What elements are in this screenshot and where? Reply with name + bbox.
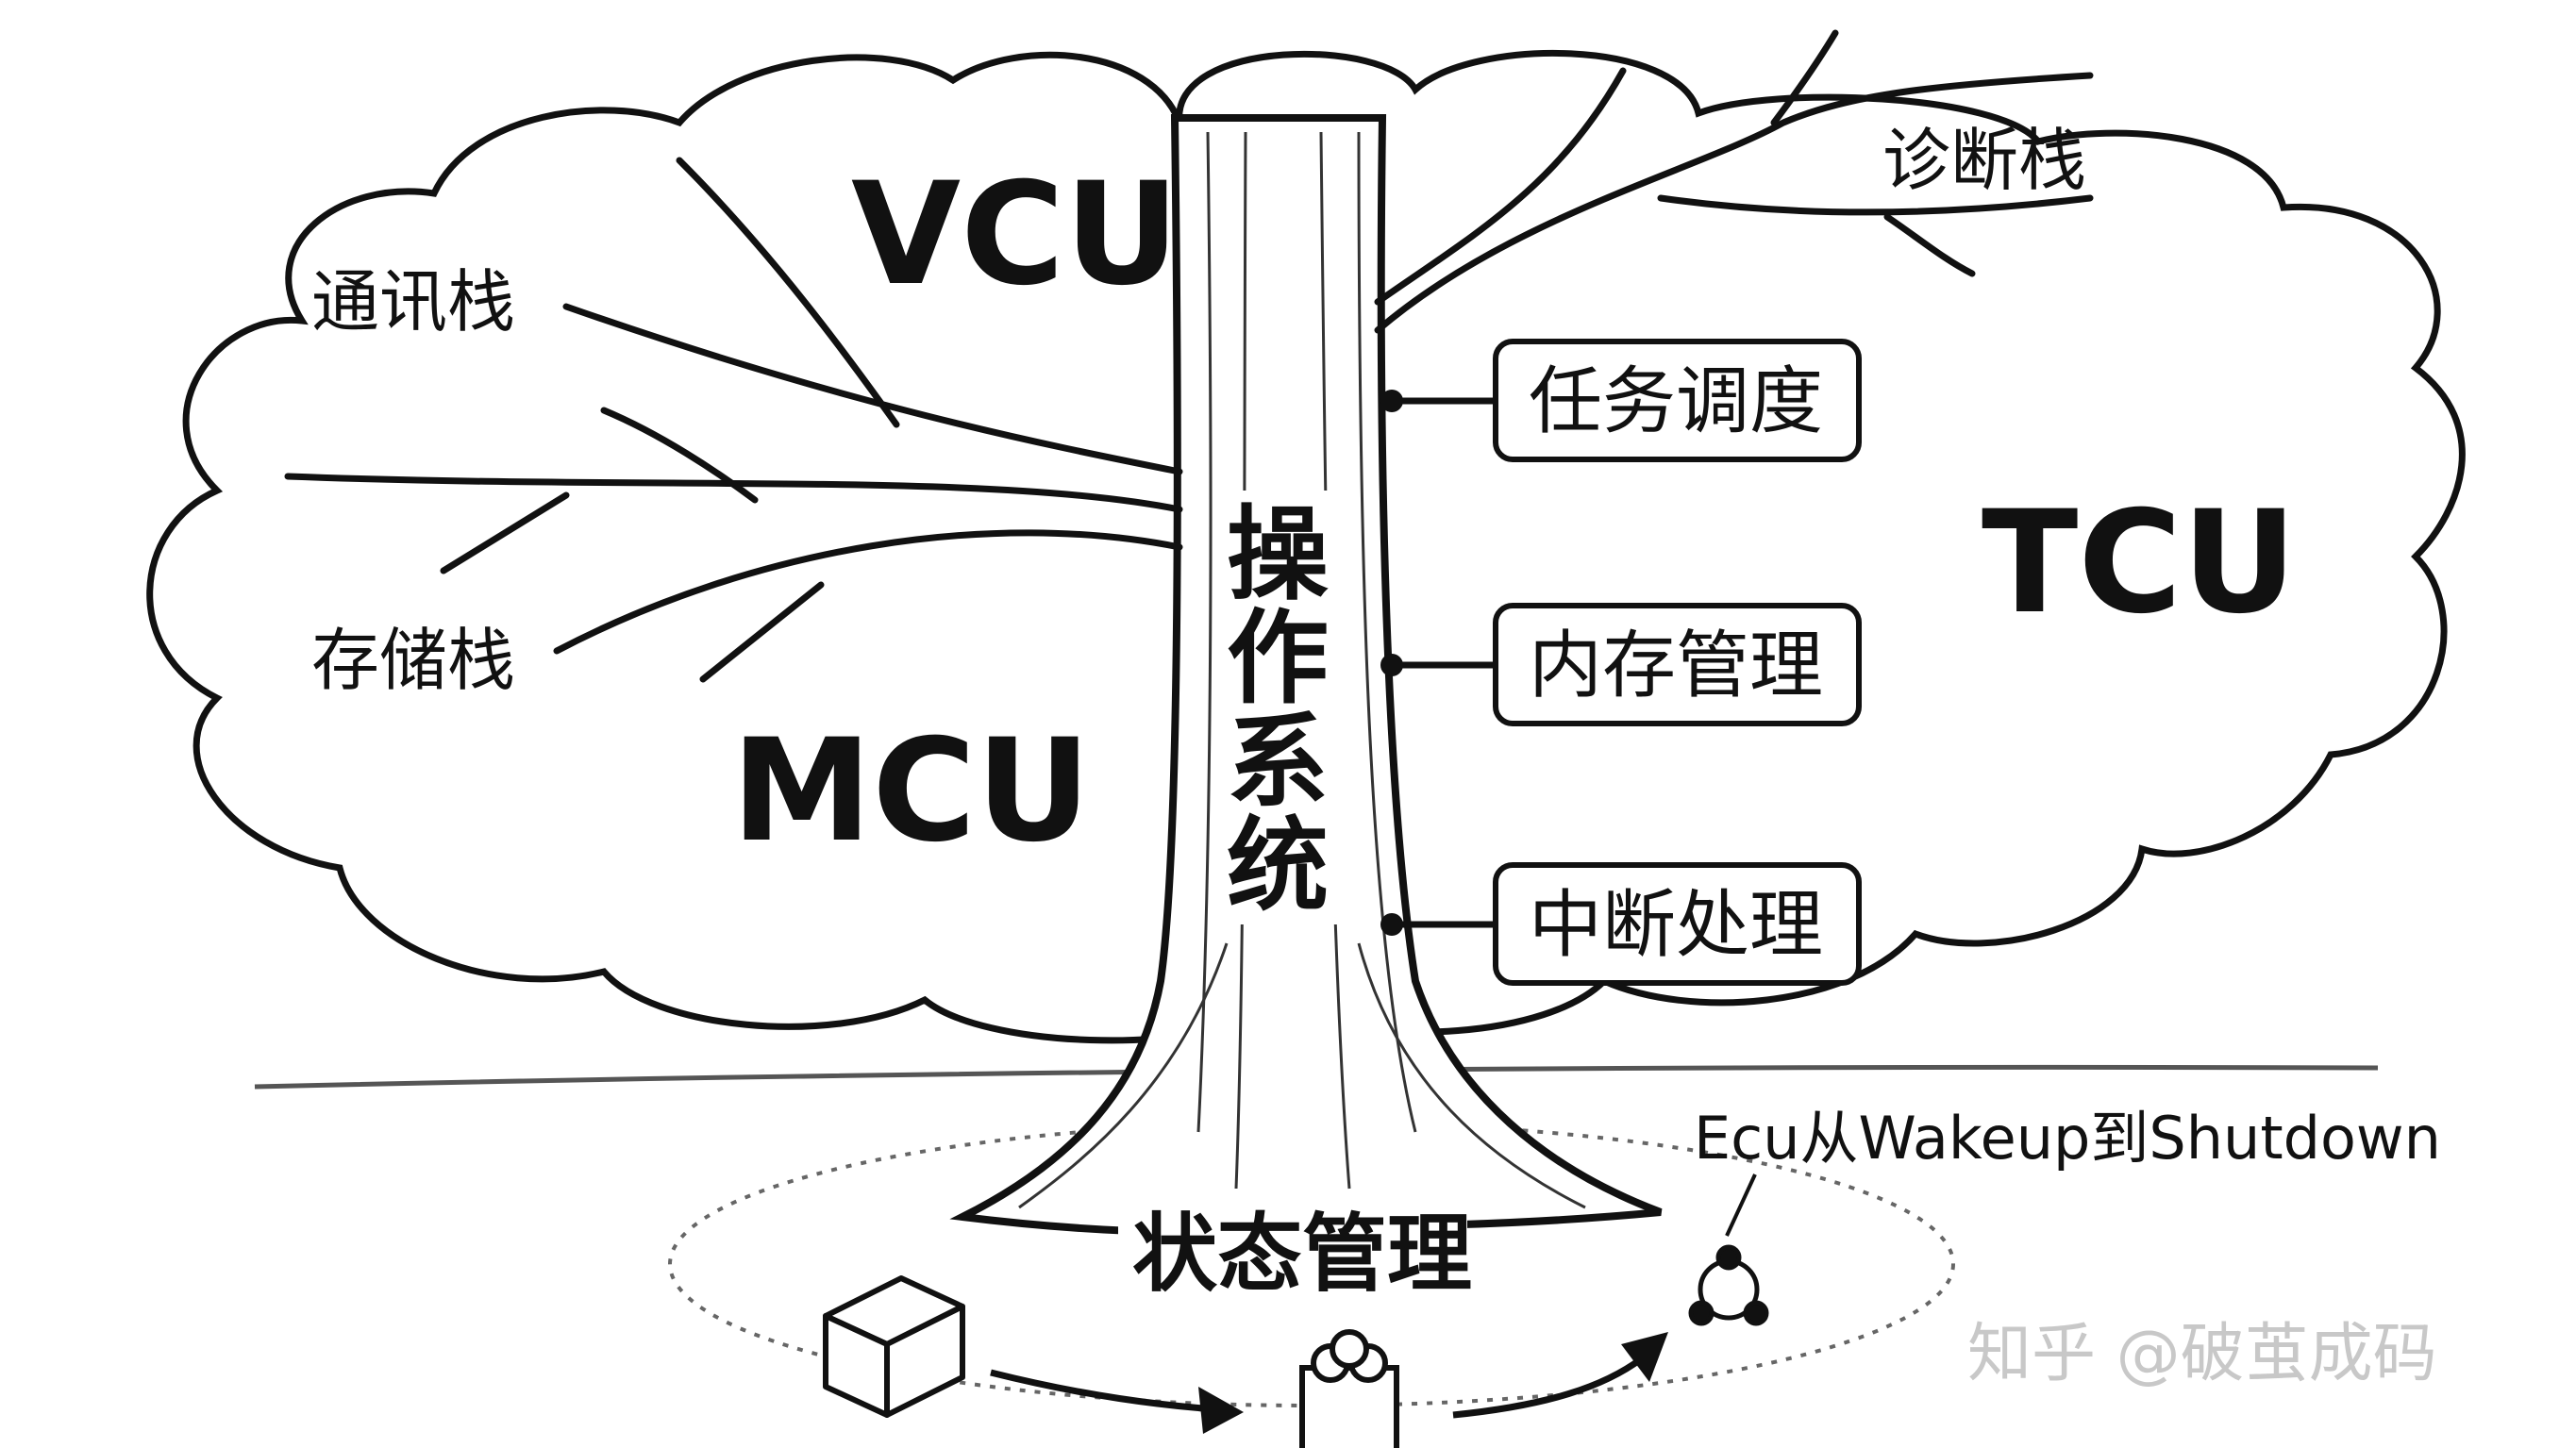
lifecycle-caption: Ecu从Wakeup到Shutdown (1694, 1104, 2441, 1173)
trunk-char-1: 操 (1227, 496, 1329, 614)
arrow-1 (991, 1373, 1227, 1410)
os-function-memory-label: 内存管理 (1529, 624, 1823, 708)
os-function-task-label: 任务调度 (1529, 359, 1823, 444)
arrow-1-head (1198, 1387, 1244, 1434)
os-function-interrupt-label: 中断处理 (1529, 883, 1823, 968)
circle-nodes-icon (1691, 1247, 1766, 1323)
label-tcu: TCU (1982, 481, 2297, 645)
trunk-label: 操 作 系 统 (1217, 491, 1340, 925)
label-mcu: MCU (731, 709, 1091, 874)
label-diag-stack: 诊断栈 (1882, 121, 2086, 200)
watermark: 知乎 @破茧成码 (1967, 1317, 2437, 1391)
trunk-char-3: 系 (1227, 704, 1329, 822)
root-label: 状态管理 (1132, 1205, 1472, 1304)
label-vcu: VCU (851, 153, 1179, 317)
label-comm-stack: 通讯栈 (311, 262, 515, 341)
cylinder-icon (1302, 1332, 1397, 1448)
trunk-char-2: 作 (1227, 600, 1329, 718)
label-storage-stack: 存储栈 (311, 621, 515, 700)
arrow-2-head (1621, 1332, 1668, 1382)
caption-pointer (1727, 1174, 1755, 1236)
trunk-char-4: 统 (1227, 807, 1329, 925)
cube-icon (826, 1278, 962, 1415)
arrow-2 (1453, 1358, 1642, 1415)
